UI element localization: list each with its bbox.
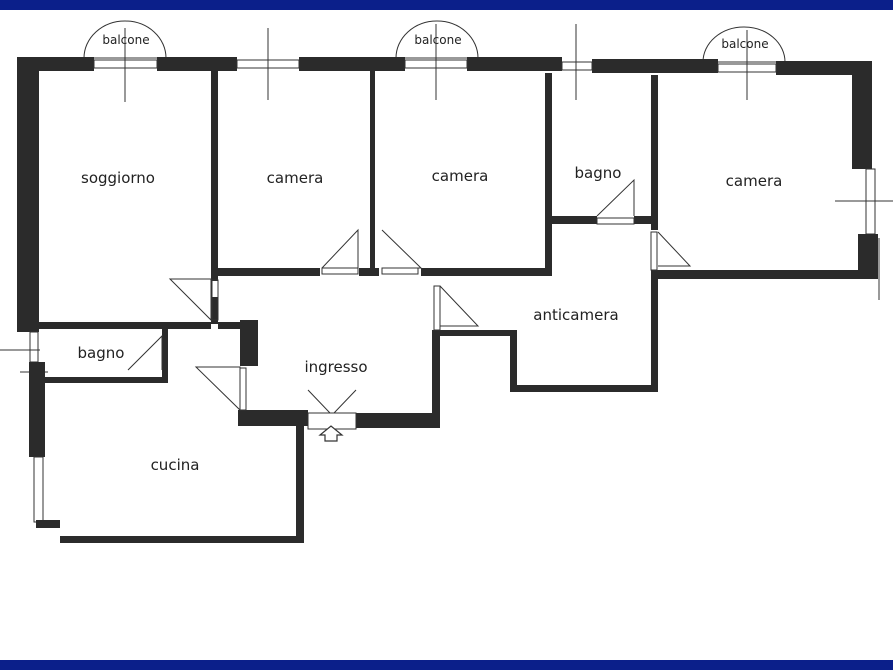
exterior-wall-left <box>17 57 304 543</box>
entrance-arrow-icon <box>318 425 344 442</box>
bottom-frame-bar <box>0 660 893 670</box>
room-label-camera-3: camera <box>726 172 783 190</box>
top-frame-bar <box>0 0 893 10</box>
room-label-bagno-left: bagno <box>78 344 125 362</box>
balcony-2: balcone <box>395 20 479 59</box>
window-axis-lines <box>0 24 893 373</box>
balcony-label: balcone <box>102 33 149 47</box>
exterior-wall-right <box>655 61 878 279</box>
room-label-camera-1: camera <box>267 169 324 187</box>
room-label-anticamera: anticamera <box>533 306 618 324</box>
door-swings <box>127 178 692 430</box>
exterior-wall-top <box>17 57 870 75</box>
balcony-3: balcone <box>702 26 786 63</box>
room-label-bagno-top: bagno <box>575 164 622 182</box>
balcony-label: balcone <box>721 37 768 51</box>
room-label-ingresso: ingresso <box>304 358 367 376</box>
room-label-camera-2: camera <box>432 167 489 185</box>
balcony-label: balcone <box>414 33 461 47</box>
room-label-soggiorno: soggiorno <box>81 169 155 187</box>
interior-walls <box>39 71 658 428</box>
room-label-cucina: cucina <box>151 456 200 474</box>
